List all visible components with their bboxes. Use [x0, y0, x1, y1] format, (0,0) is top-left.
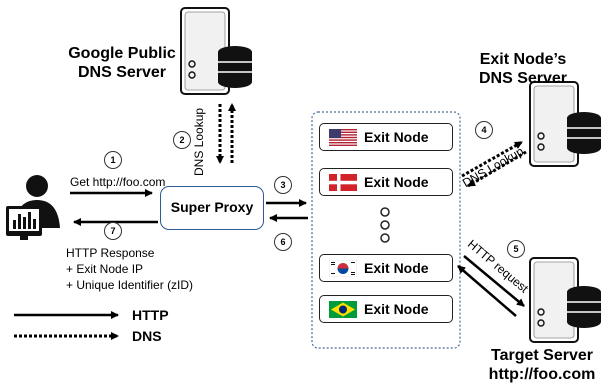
- google-dns-label-line1: Google Public: [68, 45, 176, 62]
- step-badge-3: 3: [274, 176, 292, 194]
- super-proxy-node: Super Proxy: [160, 186, 264, 230]
- exit-node-br: Exit Node: [319, 295, 453, 323]
- exit-dns-label: Exit Node’s DNS Server: [456, 50, 590, 88]
- brazil-flag-icon: [329, 301, 357, 318]
- step-badge-5: 5: [507, 240, 525, 258]
- step-badge-4: 4: [475, 121, 493, 139]
- arrow-step5-in: [457, 265, 517, 317]
- target-server-label-line1: Target Server: [491, 347, 593, 364]
- exit-node-kr: Exit Node: [319, 254, 453, 282]
- target-server-label: Target Server http://foo.com: [478, 346, 606, 384]
- response-label: HTTP Response + Exit Node IP + Unique Id…: [66, 245, 193, 293]
- super-proxy-label: Super Proxy: [170, 199, 254, 215]
- step-badge-6: 6: [274, 233, 292, 251]
- request-label: Get http://foo.com: [70, 175, 166, 189]
- google-dns-label-line2: DNS Server: [77, 64, 167, 81]
- south-korea-flag-icon: [329, 260, 357, 277]
- exit-node-us: Exit Node: [319, 123, 453, 151]
- response-line2: + Exit Node IP: [66, 262, 144, 276]
- legend-dns-label: DNS: [132, 328, 162, 344]
- step-badge-2: 2: [173, 131, 191, 149]
- exit-node-label: Exit Node: [364, 260, 429, 276]
- us-flag-icon: [329, 129, 357, 146]
- exit-node-label: Exit Node: [364, 174, 429, 190]
- step-badge-7: 7: [104, 222, 122, 240]
- step-badge-1: 1: [104, 151, 122, 169]
- exit-node-label: Exit Node: [364, 129, 429, 145]
- response-line1: HTTP Response: [66, 246, 155, 260]
- google-dns-label: Google Public DNS Server: [56, 44, 188, 82]
- google-dns-lookup-label: DNS Lookup: [192, 107, 206, 176]
- exit-node-label: Exit Node: [364, 301, 429, 317]
- target-server-label-line2: http://foo.com: [488, 366, 596, 383]
- arrow-step4-in: [467, 150, 527, 188]
- exit-node-group-border: [311, 111, 461, 349]
- exit-dns-label-line2: DNS Server: [478, 70, 568, 87]
- denmark-flag-icon: [329, 174, 357, 191]
- exit-dns-label-line1: Exit Node’s: [479, 51, 567, 68]
- response-line3: + Unique Identifier (zID): [66, 278, 194, 292]
- arrow-step4-out: [461, 140, 523, 178]
- legend-http-label: HTTP: [132, 307, 169, 323]
- exit-node-dk: Exit Node: [319, 168, 453, 196]
- arrow-step5-out: [463, 255, 525, 307]
